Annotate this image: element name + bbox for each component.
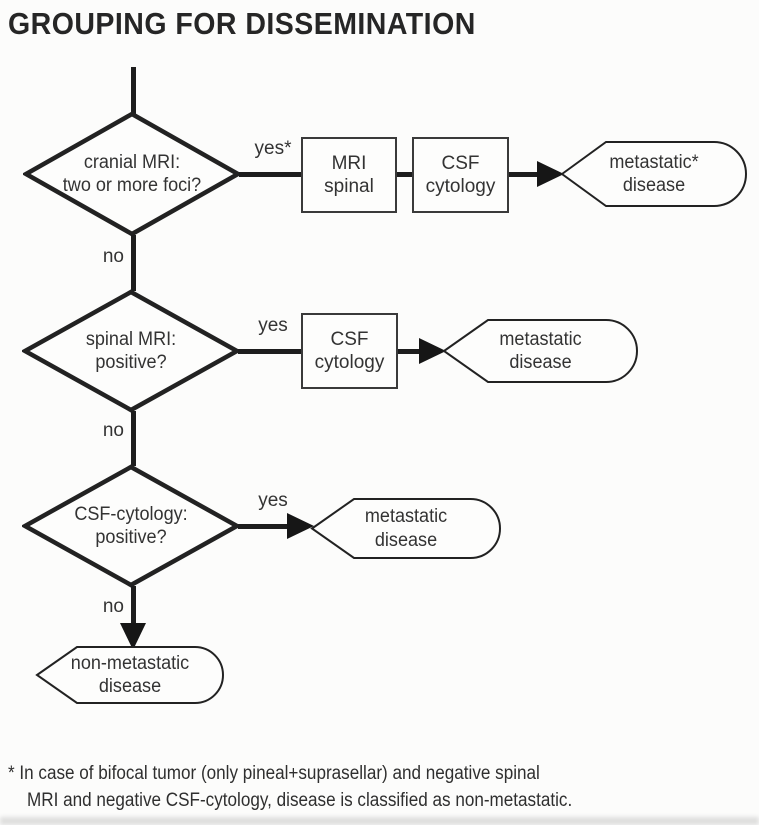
terminal-text-line2: disease xyxy=(509,352,572,373)
decision-cranial-mri: cranial MRI: two or more foci? xyxy=(23,111,241,237)
diamond-shape xyxy=(22,289,240,413)
connector-no-3 xyxy=(131,586,136,626)
connector-row1-b xyxy=(397,172,412,177)
footnote-line1: * In case of bifocal tumor (only pineal+… xyxy=(8,763,540,784)
arrow-down-icon xyxy=(120,623,146,650)
connector-row1-c xyxy=(509,172,541,177)
terminal-text-line2: disease xyxy=(374,529,438,551)
process-mri-spinal: MRI spinal xyxy=(301,137,397,213)
yes-label-3: yes xyxy=(258,490,288,511)
arrow-right-icon xyxy=(287,513,314,539)
terminal-non-metastatic: non-metastatic disease xyxy=(35,645,225,705)
process-text-line1: MRI xyxy=(331,152,367,174)
process-csf-cytology-1: CSF cytology xyxy=(412,137,509,213)
connector-entry xyxy=(131,67,136,114)
decision-text-line1: cranial MRI: xyxy=(83,151,181,173)
decision-text-line2: two or more foci? xyxy=(62,175,202,196)
decision-text-line2: positive? xyxy=(95,352,167,373)
no-label-1: no xyxy=(102,246,124,267)
no-label-3: no xyxy=(102,596,124,617)
yes-label-2: yes xyxy=(258,315,288,336)
decision-spinal-mri: spinal MRI: positive? xyxy=(22,289,240,413)
scan-artifact-strip xyxy=(0,817,759,825)
process-csf-cytology-2: CSF cytology xyxy=(301,313,398,389)
diamond-shape xyxy=(23,111,241,237)
diamond-shape xyxy=(22,464,240,588)
footnote-line2: MRI and negative CSF-cytology, disease i… xyxy=(27,790,573,811)
no-label-2: no xyxy=(102,420,124,441)
process-text-line1: CSF xyxy=(330,328,369,350)
terminal-text-line1: non-metastatic xyxy=(70,652,190,674)
yes-label-1: yes* xyxy=(254,138,292,159)
connector-row3-a xyxy=(238,524,293,529)
connector-no-1 xyxy=(131,235,136,291)
terminal-metastatic-2: metastatic disease xyxy=(442,318,639,384)
connector-row2-a xyxy=(238,349,303,354)
terminal-text-line2: disease xyxy=(98,676,162,697)
decision-text-line2: positive? xyxy=(95,527,167,548)
arrow-right-icon xyxy=(537,161,564,187)
terminal-text-line1: metastatic* xyxy=(609,151,699,173)
terminal-shape xyxy=(560,141,747,207)
terminal-metastatic-1: metastatic* disease xyxy=(560,140,748,208)
connector-row2-b xyxy=(398,349,424,354)
process-text-line1: CSF xyxy=(441,152,480,174)
terminal-metastatic-3: metastatic disease xyxy=(310,497,502,560)
decision-text-line1: spinal MRI: xyxy=(85,328,177,350)
terminal-text-line1: metastatic xyxy=(499,328,582,350)
process-text-line2: cytology xyxy=(314,352,385,373)
connector-no-2 xyxy=(131,411,136,466)
page-title: GROUPING FOR DISSEMINATION xyxy=(8,6,476,41)
terminal-shape xyxy=(310,498,501,559)
terminal-text-line2: disease xyxy=(622,175,686,196)
terminal-text-line1: metastatic xyxy=(364,506,448,528)
decision-csf-cytology: CSF-cytology: positive? xyxy=(22,464,240,588)
arrow-right-icon xyxy=(419,338,446,364)
connector-row1-a xyxy=(239,172,303,177)
terminal-shape xyxy=(442,319,638,383)
process-text-line2: cytology xyxy=(425,176,496,197)
process-text-line2: spinal xyxy=(324,176,374,197)
decision-text-line1: CSF-cytology: xyxy=(74,503,188,525)
terminal-shape xyxy=(35,646,224,704)
